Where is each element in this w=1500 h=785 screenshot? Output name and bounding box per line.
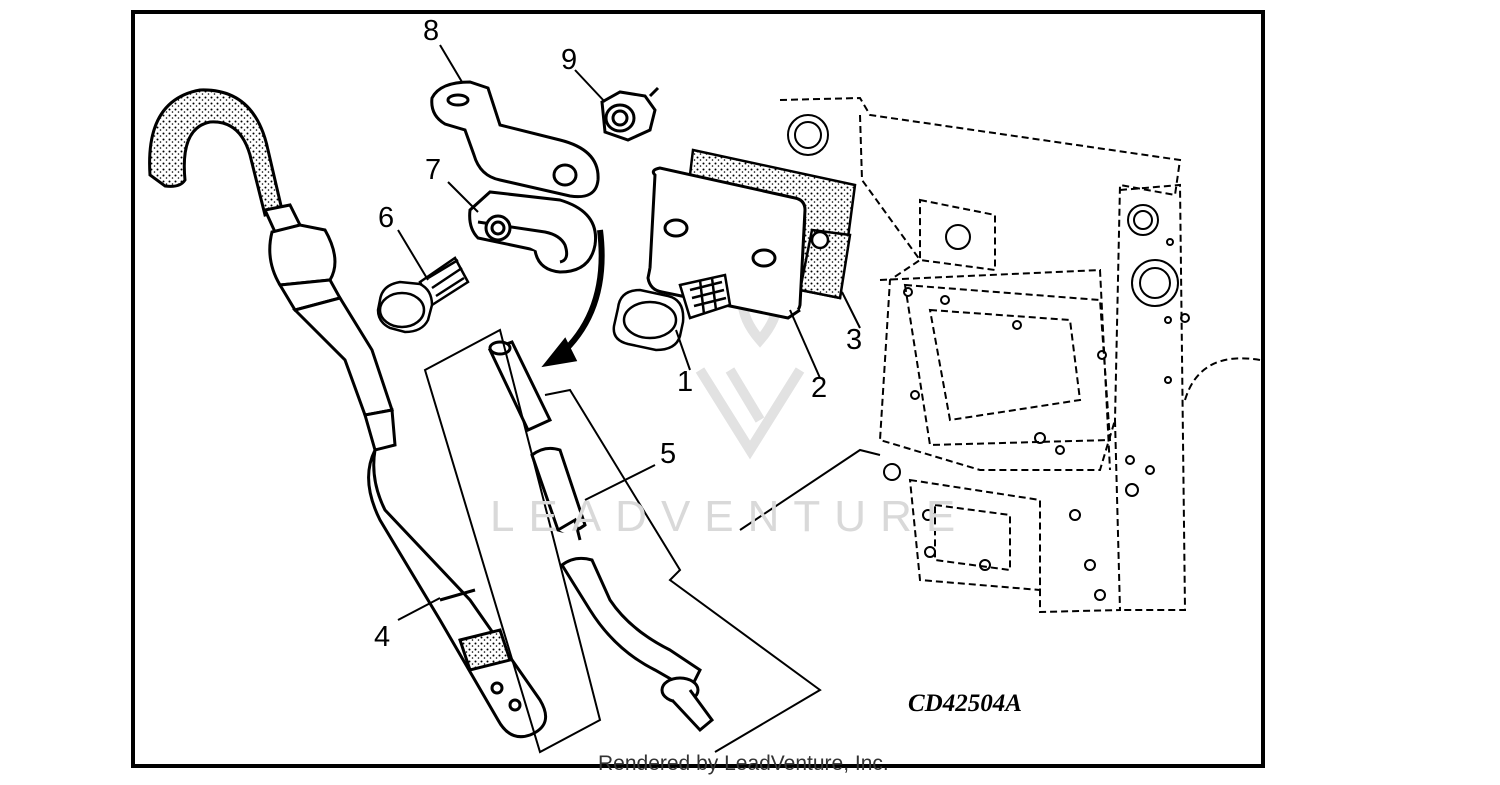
callout-1: 1 — [677, 366, 694, 398]
callout-6: 6 — [378, 202, 395, 234]
watermark-text: LEADVENTURE — [490, 492, 970, 541]
figure-code: CD42504A — [908, 690, 1022, 717]
callout-3: 3 — [846, 324, 863, 356]
callout-8: 8 — [423, 15, 440, 47]
assembly-arrow — [541, 229, 605, 368]
callout-7: 7 — [425, 154, 442, 186]
callout-2: 2 — [811, 372, 828, 404]
diagram-frame — [131, 10, 1265, 768]
part-8-bracket — [430, 80, 600, 199]
part-4-dipstick — [148, 88, 548, 739]
engine-block-fasteners — [787, 114, 1190, 601]
leader-lines — [397, 44, 861, 621]
part-5-dipstick-tube — [487, 340, 715, 733]
engine-block — [779, 96, 1261, 614]
part-6-bolt — [376, 256, 470, 334]
callout-4: 4 — [374, 621, 391, 653]
assembly-outline — [423, 328, 881, 754]
part-1-cap-screw — [612, 273, 732, 352]
callout-5: 5 — [660, 438, 677, 470]
part-7-clamp — [468, 190, 598, 274]
callout-9: 9 — [561, 44, 578, 76]
render-credit: Rendered by LeadVenture, Inc. — [598, 752, 889, 775]
part-9-nut — [600, 86, 660, 142]
